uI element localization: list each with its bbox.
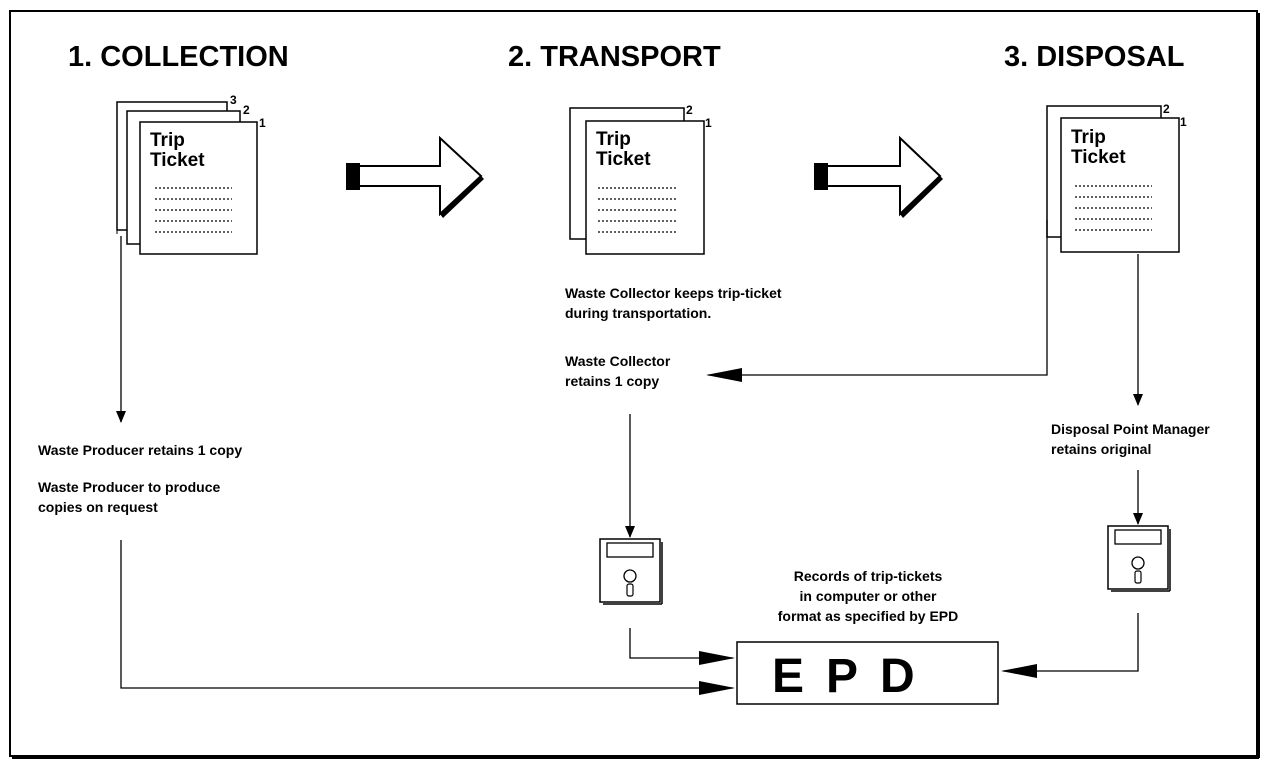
epd-label: EPD	[772, 650, 937, 703]
copy-number: 1	[1180, 115, 1187, 129]
note-records: Records of trip-tickets	[794, 568, 943, 584]
copy-number: 1	[705, 116, 712, 130]
ticket-title: Ticket	[1071, 147, 1126, 168]
ticket-title: Trip	[596, 129, 631, 150]
copy-number: 2	[686, 103, 693, 117]
block-arrow-right-icon	[814, 135, 943, 218]
diagram-border	[9, 10, 1258, 757]
note-producer-produce: copies on request	[38, 499, 158, 515]
ticket-stack-collection: 3 2 1 Trip Ticket	[116, 93, 266, 255]
note-collector-retains: retains 1 copy	[565, 373, 659, 389]
ticket-stack-disposal: 2 1 Trip Ticket	[1046, 102, 1187, 253]
stage-title-collection: 1. COLLECTION	[68, 41, 289, 73]
stage-title-disposal: 3. DISPOSAL	[1004, 41, 1185, 73]
ticket-title: Ticket	[150, 150, 205, 171]
copy-number: 2	[1163, 102, 1170, 116]
connector-arrow	[1001, 613, 1139, 678]
note-producer-produce: Waste Producer to produce	[38, 479, 221, 495]
ticket-title: Trip	[150, 130, 185, 151]
copy-number: 1	[259, 116, 266, 130]
ticket-stack-transport: 2 1 Trip Ticket	[569, 103, 712, 255]
ticket-title: Ticket	[596, 149, 651, 170]
floppy-disk-icon	[1107, 525, 1171, 592]
note-records: format as specified by EPD	[778, 608, 959, 624]
note-collector-keeps: Waste Collector keeps trip-ticket	[565, 285, 782, 301]
note-collector-retains: Waste Collector	[565, 353, 671, 369]
block-arrow-right-icon	[346, 135, 484, 218]
connector-arrow	[706, 220, 1048, 382]
note-records: in computer or other	[800, 588, 937, 604]
floppy-disk-icon	[599, 538, 663, 605]
epd-box: EPD	[736, 641, 999, 705]
ticket-title: Trip	[1071, 127, 1106, 148]
note-disposal-manager: retains original	[1051, 441, 1151, 457]
copy-number: 2	[243, 103, 250, 117]
stage-title-transport: 2. TRANSPORT	[508, 41, 721, 73]
note-disposal-manager: Disposal Point Manager	[1051, 421, 1210, 437]
note-collector-keeps: during transportation.	[565, 305, 711, 321]
copy-number: 3	[230, 93, 237, 107]
connector-arrow	[120, 540, 735, 695]
note-producer-retains: Waste Producer retains 1 copy	[38, 442, 242, 458]
connector-arrow	[629, 628, 735, 665]
